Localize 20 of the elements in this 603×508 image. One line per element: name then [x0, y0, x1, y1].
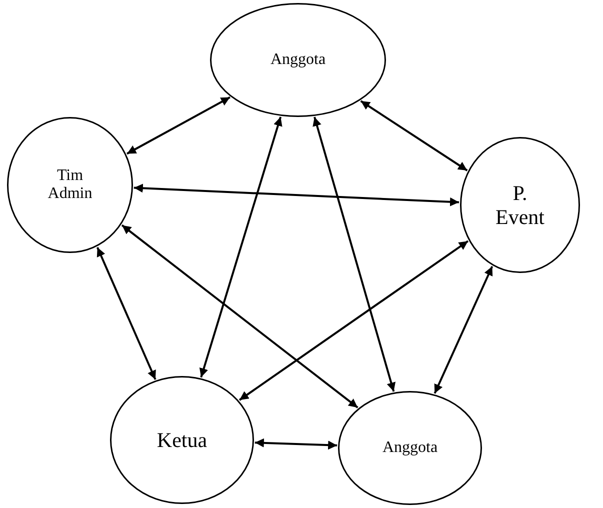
double-arrow	[312, 116, 396, 392]
double-arrow	[126, 96, 230, 155]
ellipse-node	[460, 137, 580, 273]
ellipse-node	[338, 391, 482, 505]
node-label: P. Event	[494, 180, 546, 230]
node-label: Tim Admin	[46, 166, 94, 204]
double-arrow	[134, 184, 460, 206]
double-arrow	[96, 247, 156, 380]
ellipse-node	[7, 117, 133, 253]
ellipse-node	[110, 376, 254, 504]
node-label: Anggota	[382, 438, 438, 458]
double-arrow	[121, 224, 358, 408]
double-arrow	[238, 240, 469, 401]
node-label: Anggota	[270, 50, 326, 70]
ellipse-node	[210, 3, 386, 117]
double-arrow	[434, 266, 494, 394]
double-arrow	[199, 116, 282, 378]
double-arrow	[360, 100, 468, 172]
node-label: Ketua	[156, 428, 208, 452]
double-arrow	[254, 438, 338, 450]
